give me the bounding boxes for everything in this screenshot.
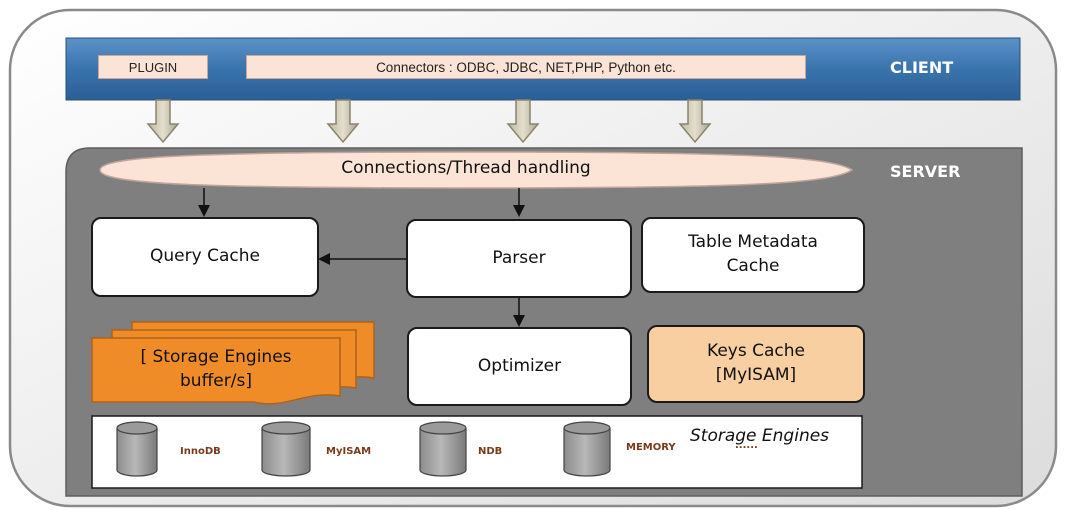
storage-buffers-stack [91, 321, 375, 405]
connections-pill [99, 151, 854, 189]
table-metadata-line2: Cache [726, 256, 780, 276]
query-cache-box: Query Cache [91, 217, 319, 297]
down-arrow-3 [506, 99, 540, 144]
storage-engines-title: Storage Engines [690, 426, 830, 446]
table-metadata-line1: Table Metadata [688, 232, 818, 253]
plugin-pill: PLUGIN [98, 55, 208, 79]
down-arrow-2 [326, 99, 360, 144]
engine-innodb-label: InnoDB [180, 446, 221, 457]
keys-cache-line1: Keys Cache [707, 341, 805, 362]
server-label: SERVER [890, 162, 961, 181]
cylinder-innodb [116, 421, 158, 477]
client-to-server-arrows [146, 99, 712, 144]
storage-buffers-text: [ Storage Engines buffer/s] [96, 346, 336, 394]
table-metadata-cache-box: Table Metadata Cache [641, 217, 865, 293]
keys-cache-line2: [MyISAM] [715, 365, 797, 385]
cylinder-myisam [261, 421, 311, 477]
down-arrow-1 [146, 99, 180, 144]
storage-engines-strip [91, 415, 863, 489]
keys-cache-box: Keys Cache [MyISAM] [647, 325, 865, 403]
storage-buffers-line2: buffer/s] [180, 370, 252, 391]
connections-thread-handling: Connections/Thread handling [341, 158, 591, 178]
optimizer-box: Optimizer [407, 327, 632, 406]
cylinder-memory [563, 421, 611, 477]
parser-box: Parser [406, 219, 632, 298]
storage-engines-more: ...... [735, 440, 758, 451]
engine-memory-label: MEMORY [626, 442, 676, 453]
engine-ndb-label: NDB [478, 446, 503, 457]
connectors-pill: Connectors : ODBC, JDBC, NET,PHP, Python… [246, 55, 806, 79]
engine-myisam-label: MyISAM [326, 446, 372, 457]
storage-buffers-line1: [ Storage Engines [140, 347, 292, 367]
down-arrow-4 [678, 99, 712, 144]
cylinder-ndb [419, 421, 467, 477]
engine-cylinders [116, 421, 611, 477]
client-label: CLIENT [890, 58, 954, 77]
